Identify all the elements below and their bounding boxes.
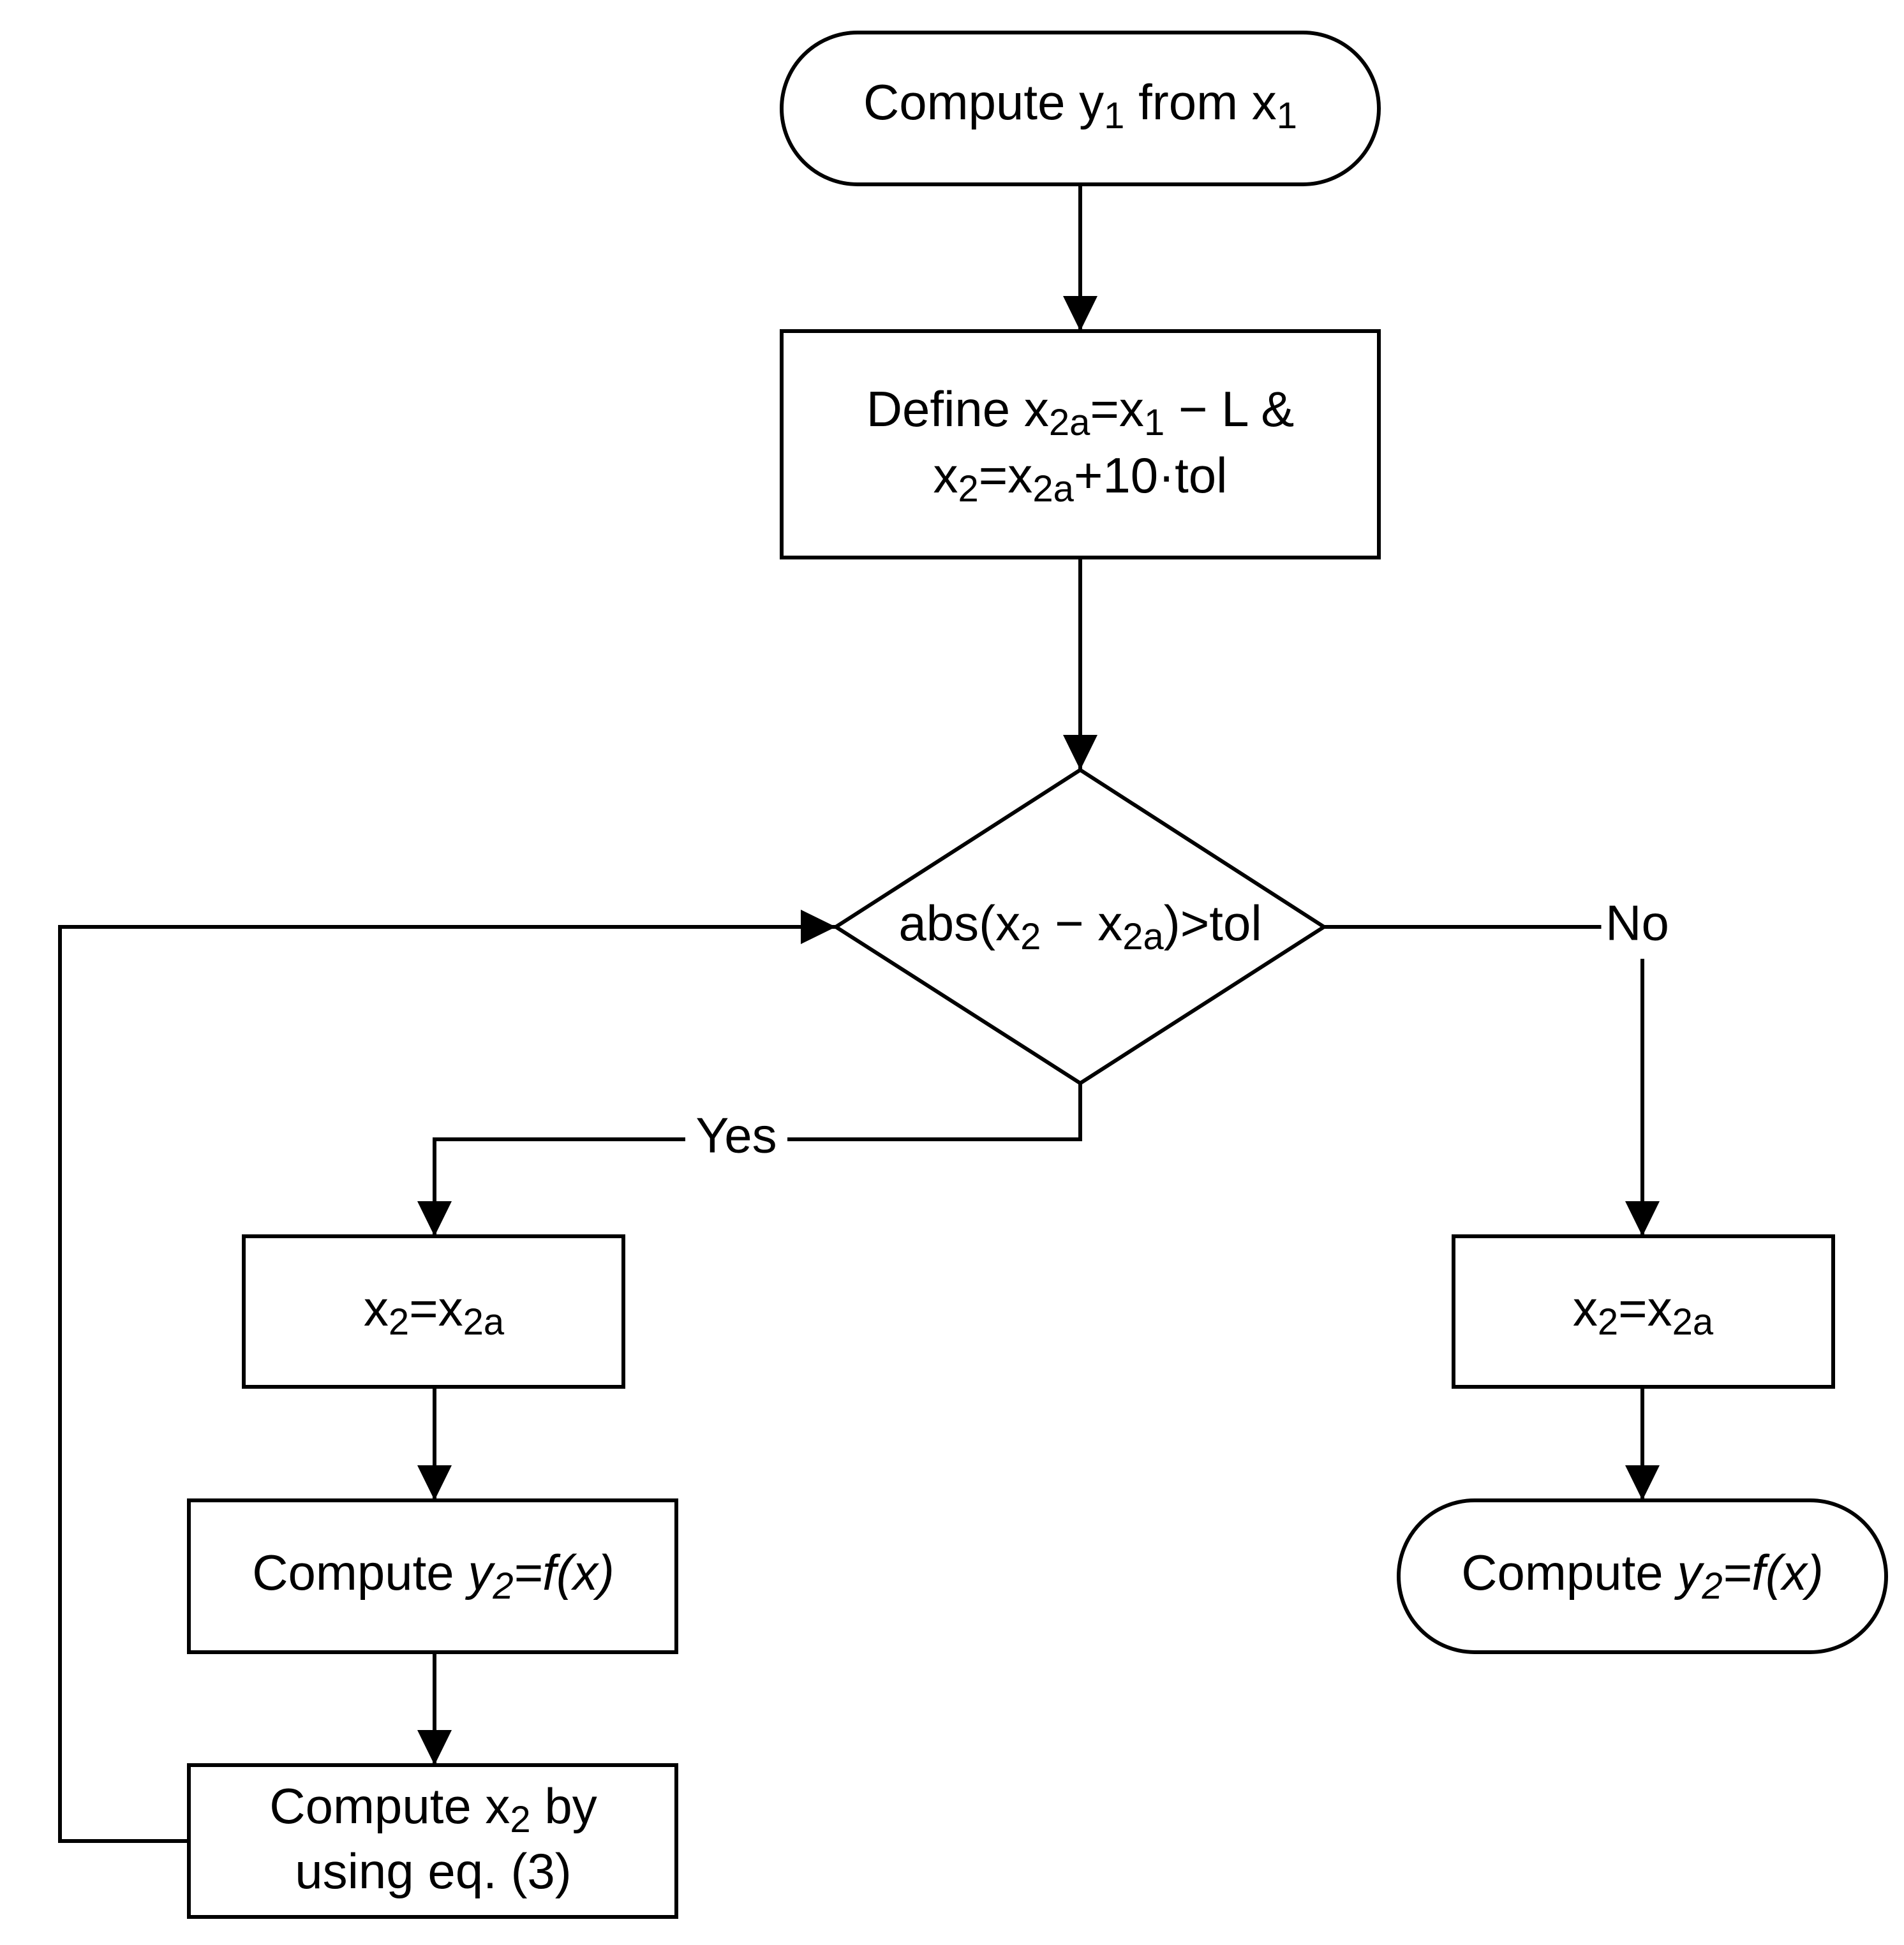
node-label: x2=x2a [364,1280,505,1343]
arrowhead [417,1201,452,1236]
arrowhead [1063,296,1097,331]
label-segment: 2 [958,468,978,510]
label-segment: =x [1618,1280,1672,1336]
node-assign-yes: x2=x2a [242,1234,625,1389]
arrowhead [1625,1465,1660,1500]
edge-assign-no-to-end [1625,1387,1660,1500]
process-box [187,1498,678,1654]
process-box [242,1234,625,1389]
node-label: Compute y2=f(x) [252,1544,614,1608]
node-compute-y2-loop: Compute y2=f(x) [187,1498,678,1654]
process-box [780,329,1381,559]
label-segment: Compute [252,1544,468,1601]
decision-diamond [832,767,1328,1086]
edge-label-background [1601,894,1674,959]
node-label-line: Compute x2 by [269,1778,597,1841]
label-segment: Compute x [269,1778,510,1834]
edge-decision-to-assign-yes: Yes [417,1083,1082,1236]
edge-compute-x2-to-decision [58,910,836,1843]
edge-label-yes: Yes [695,1107,777,1164]
edge-assign-yes-to-compute-y2-loop [417,1387,452,1500]
node-end: Compute y2=f(x) [1397,1498,1888,1654]
arrowhead [417,1730,452,1765]
node-label-line: Define x2a=x1 − L & [866,381,1295,444]
label-segment: 1 [1277,95,1297,137]
label-segment: 1 [1104,95,1124,137]
label-segment: 2 [389,1301,409,1343]
edge-define-to-decision [1063,558,1097,770]
node-label-line: using eq. (3) [295,1843,572,1899]
node-label: Compute y1 from x1 [863,74,1297,137]
label-segment: 2a [1032,468,1074,510]
label-segment: − L & [1164,381,1294,437]
label-segment: 2a [1049,402,1090,443]
arrowhead [801,910,836,944]
label-segment: +10·tol [1074,447,1228,503]
label-segment: 1 [1144,402,1164,443]
label-segment: =f(x) [1723,1544,1824,1601]
label-segment: by [531,1778,597,1834]
process-box [1452,1234,1835,1389]
label-segment: y [1674,1544,1704,1601]
label-segment: =f(x) [514,1544,614,1601]
process-box [187,1763,678,1919]
label-segment: =x [409,1280,463,1336]
label-segment: x [1573,1280,1598,1336]
label-segment: 2 [510,1799,530,1840]
label-segment: Define x [866,381,1049,437]
label-segment: x [364,1280,389,1336]
node-label: x2=x2a [1573,1280,1714,1343]
node-label-line: x2=x2a+10·tol [933,447,1227,510]
node-start: Compute y1 from x1 [780,31,1381,186]
label-segment: 2 [1701,1565,1722,1607]
label-segment: 2 [1598,1301,1618,1343]
label-segment: Compute [1461,1544,1677,1601]
edge-start-to-define [1063,184,1097,331]
label-segment: 2a [1672,1301,1714,1343]
node-decision: abs(x2 − x2a)>tol [832,767,1328,1086]
edge-label-no: No [1605,895,1669,951]
label-segment: x [933,447,958,503]
node-label: Compute y2=f(x) [1461,1544,1824,1608]
arrowhead [1625,1201,1660,1236]
label-segment: =x [1090,381,1144,437]
edge-decision-to-assign-no: No [1324,894,1674,1236]
node-assign-no: x2=x2a [1452,1234,1835,1389]
node-define: Define x2a=x1 − L &x2=x2a+10·tol [780,329,1381,559]
label-segment: 2 [492,1565,513,1607]
label-segment: 2a [1122,916,1164,958]
label-segment: =x [979,447,1033,503]
label-segment: )>tol [1164,895,1262,951]
arrowhead [417,1465,452,1500]
edge-compute-y2-loop-to-compute-x2 [417,1652,452,1765]
label-segment: from x [1124,74,1276,130]
arrowhead [1063,735,1097,770]
edges: Yes No [58,184,1674,1843]
edge-label-background [685,1107,787,1171]
label-segment: abs(x [898,895,1020,951]
label-segment: Compute y [863,74,1104,130]
terminator-shape [780,31,1381,186]
label-segment: using eq. (3) [295,1843,572,1899]
label-segment: 2a [463,1301,505,1343]
connector-line [58,925,836,1843]
label-segment: − x [1041,895,1122,951]
terminator-shape [1397,1498,1888,1654]
label-segment: y [465,1544,495,1601]
label-segment: 2 [1020,916,1041,958]
node-label: abs(x2 − x2a)>tol [898,895,1261,958]
